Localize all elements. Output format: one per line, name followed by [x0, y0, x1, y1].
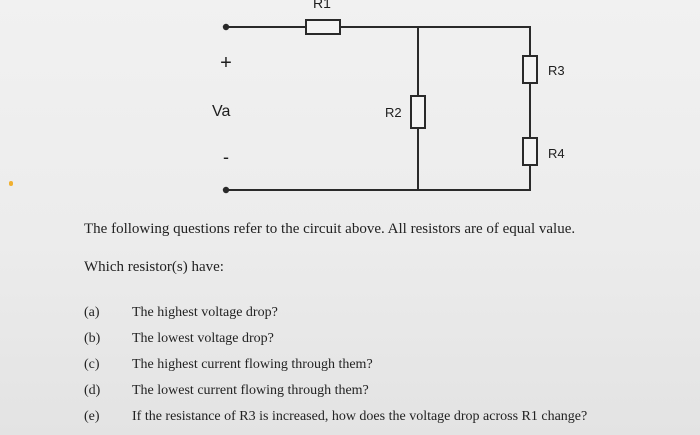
positive-terminal — [222, 23, 230, 31]
question-item: (b) The lowest voltage drop? — [84, 330, 587, 356]
resistor-r2 — [410, 95, 426, 129]
resistor-r4 — [522, 137, 538, 166]
prompt-text: Which resistor(s) have: — [84, 259, 224, 275]
source-label: Va — [212, 103, 230, 120]
bottom-wire — [226, 165, 531, 191]
question-item: (c) The highest current flowing through t… — [84, 356, 587, 382]
r4-label: R4 — [548, 146, 565, 161]
resistor-r3 — [522, 55, 538, 84]
intro-text: The following questions refer to the cir… — [84, 221, 576, 237]
resistor-r1 — [305, 19, 341, 35]
question-text: The highest voltage drop? — [132, 305, 278, 320]
circuit-wires — [226, 26, 531, 191]
question-label: (a) — [84, 305, 100, 320]
circuit-diagram: R1 R2 R3 R4 + Va - — [212, 0, 565, 194]
question-text: The highest current flowing through them… — [132, 357, 373, 372]
question-text: If the resistance of R3 is increased, ho… — [132, 409, 588, 424]
question-item: (d) The lowest current flowing through th… — [84, 382, 587, 408]
r3-label: R3 — [548, 63, 565, 78]
question-label: (b) — [84, 331, 101, 346]
r2-label: R2 — [385, 105, 402, 120]
question-text: The lowest current flowing through them? — [132, 383, 369, 398]
question-list: (a) The highest voltage drop? (b) The lowe… — [84, 304, 587, 434]
r1-label: R1 — [313, 0, 331, 11]
question-label: (e) — [84, 409, 100, 424]
margin-marker — [9, 181, 13, 186]
question-text: The lowest voltage drop? — [132, 331, 274, 346]
top-wire-right — [340, 26, 531, 56]
question-item: (e) If the resistance of R3 is increased,… — [84, 408, 587, 434]
minus-sign: - — [223, 147, 229, 167]
question-item: (a) The highest voltage drop? — [84, 304, 587, 330]
plus-sign: + — [220, 52, 232, 74]
question-label: (c) — [84, 357, 100, 372]
question-label: (d) — [84, 383, 101, 398]
negative-terminal — [222, 186, 230, 194]
